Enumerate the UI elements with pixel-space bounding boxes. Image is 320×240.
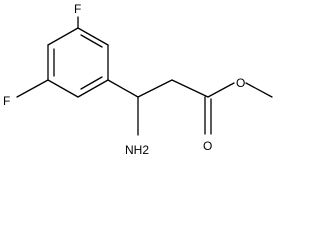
bond-ring-to-chiral-carbon (107, 79, 139, 98)
atom-label-carbonyl-oxygen: O (203, 139, 212, 153)
chemical-structure-diagram: F F NH2 O O (3, 2, 273, 157)
atom-label-fluorine-top: F (74, 2, 81, 16)
ring-double-bond-inner-1 (80, 34, 103, 48)
bond-chiral-carbon-to-ch2 (137, 79, 173, 98)
ring-bond-c3-c4 (77, 79, 109, 98)
atom-label-fluorine-left: F (3, 94, 10, 108)
bond-ch2-to-carbonyl-carbon (171, 79, 209, 98)
bond-ring-to-fluorine-left (16, 79, 49, 98)
benzene-ring (47, 27, 109, 98)
atom-label-amine: NH2 (125, 143, 149, 157)
ring-bond-c1-c2 (77, 27, 109, 46)
bond-ester-oxygen-to-methyl (245, 82, 273, 98)
bond-carbonyl-to-ester-oxygen (207, 82, 235, 98)
atom-label-ester-oxygen: O (236, 76, 245, 90)
ring-bond-c6-c1 (47, 27, 79, 46)
ring-bond-c4-c5 (47, 79, 79, 98)
ring-double-bond-inner-2 (80, 76, 103, 90)
